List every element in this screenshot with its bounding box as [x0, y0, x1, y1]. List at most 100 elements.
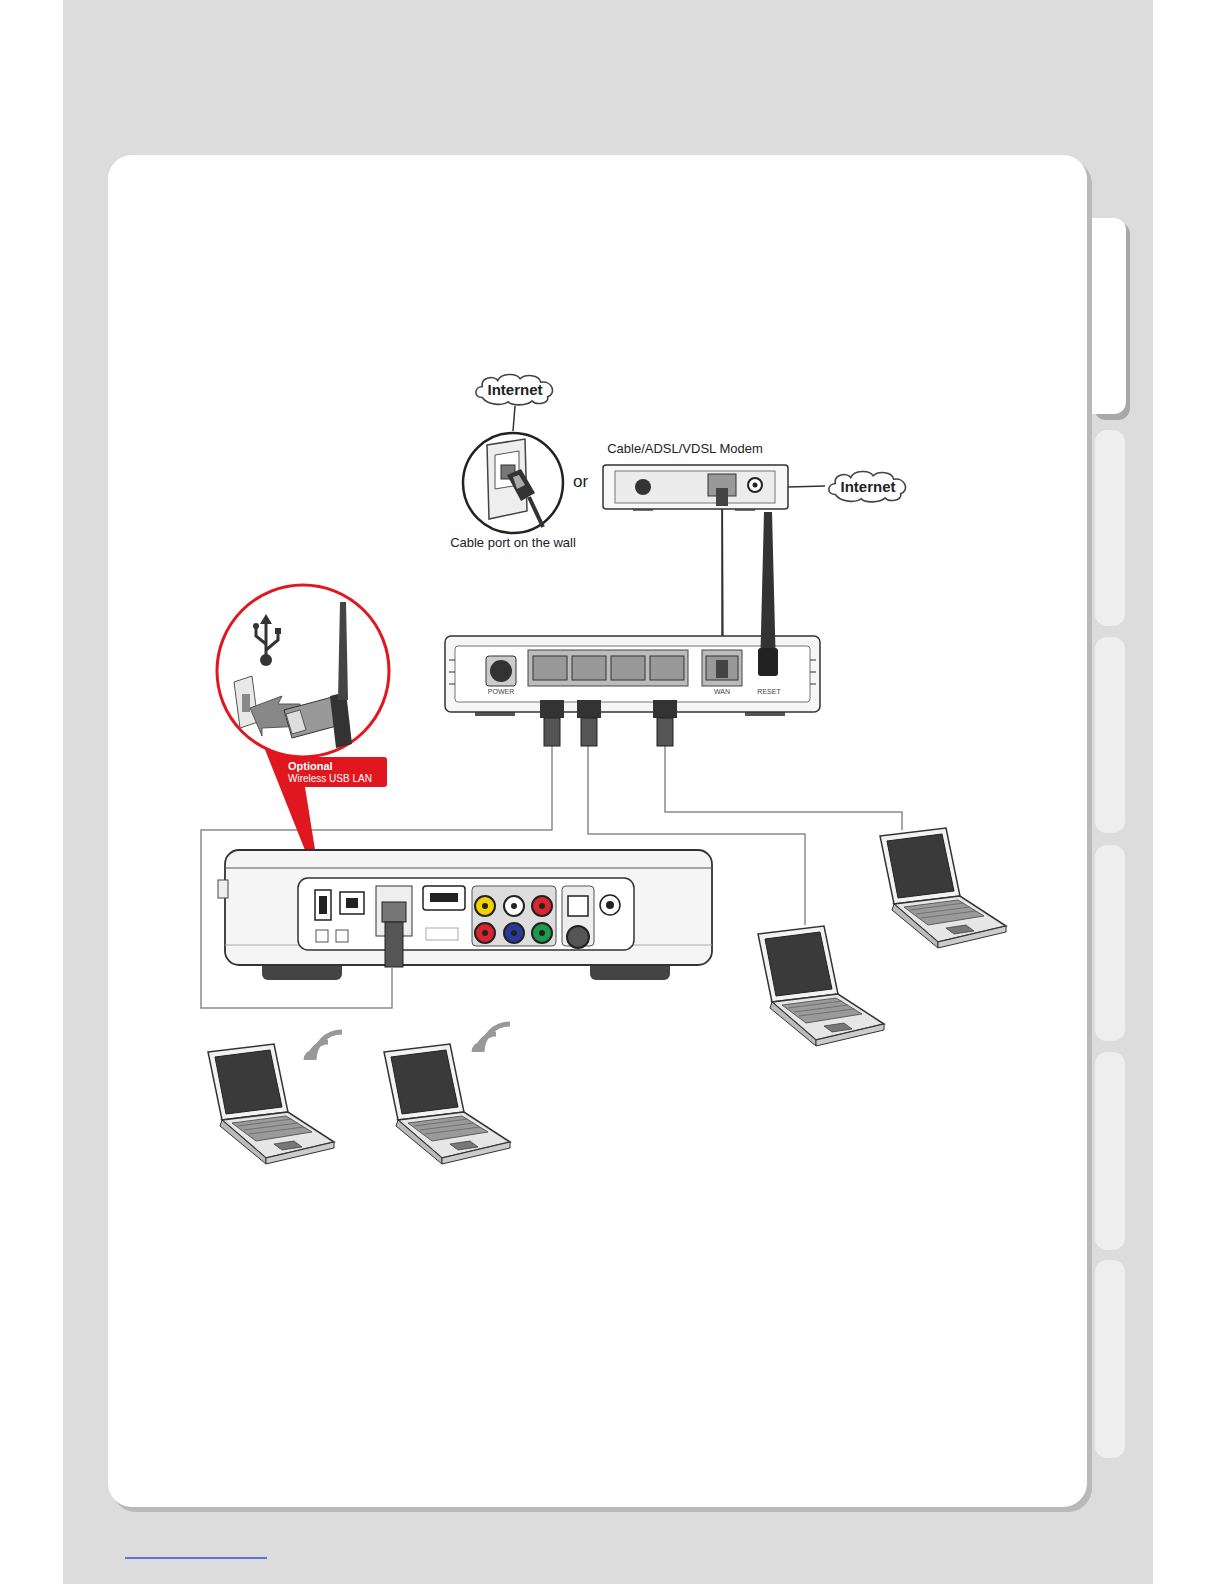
modem-drawing-part	[635, 479, 651, 495]
modem-drawing-part	[716, 488, 728, 506]
router-drawing-part	[611, 656, 645, 680]
cable	[529, 497, 543, 527]
page-ground-part	[63, 0, 1153, 1584]
usb-callout-part	[266, 632, 278, 650]
wall-plate	[487, 439, 527, 519]
modem-drawing-part	[753, 483, 758, 488]
laptops-part	[474, 1024, 510, 1052]
usb-callout-part	[234, 676, 258, 728]
router-drawing-part	[653, 700, 677, 718]
router-drawing-part	[449, 684, 455, 685]
router-drawing-part	[533, 656, 567, 680]
media-player-drawing-part	[539, 930, 545, 936]
node-text: POWER	[488, 688, 514, 696]
laptops	[208, 828, 1006, 1164]
media-player-drawing-part	[426, 928, 458, 940]
router-drawing-part	[716, 660, 728, 678]
optional-callout-tag: OptionalWireless USB LAN	[281, 757, 387, 787]
cloud-outline	[476, 375, 553, 405]
usb-callout-part	[256, 628, 266, 644]
laptops-part	[880, 828, 1006, 948]
media-player-drawing-part	[218, 880, 228, 898]
page-ground-part	[108, 155, 1087, 1507]
connector-line	[722, 509, 724, 636]
usb-callout-part	[286, 710, 306, 734]
usb-callout	[217, 585, 389, 893]
media-player-drawing-part	[568, 896, 588, 916]
usb-callout-part	[338, 602, 348, 700]
node-text: Internet	[487, 381, 542, 398]
connector-line	[788, 486, 825, 487]
media-player-drawing-part	[336, 930, 348, 942]
node-text: WAN	[714, 688, 730, 696]
modem-drawing	[603, 465, 788, 511]
media-player-drawing-part	[532, 923, 552, 943]
media-player-drawing-part	[532, 896, 552, 916]
circle-outline	[463, 433, 563, 533]
media-player-drawing-part	[385, 922, 403, 967]
router-drawing-part	[706, 656, 738, 680]
router-drawing-part	[540, 700, 564, 718]
laptops-part	[758, 926, 884, 1046]
media-player-drawing-part	[567, 926, 589, 948]
connector-line	[513, 406, 515, 431]
router-drawing-part	[449, 660, 455, 661]
modem-drawing-part	[603, 465, 788, 509]
media-player-drawing-part	[539, 903, 545, 909]
laptops-part	[208, 1044, 334, 1164]
router-drawing-part	[490, 660, 512, 682]
modem-drawing-part	[615, 471, 775, 503]
node-text: Cable port on the wall	[450, 535, 576, 551]
usb-callout-part	[260, 614, 272, 624]
media-player-drawing-part	[475, 896, 495, 916]
router-drawing-part	[810, 672, 816, 673]
media-player-drawing-part	[225, 868, 712, 869]
media-player-drawing-part	[511, 903, 517, 909]
media-player-drawing-part	[511, 930, 517, 936]
media-player-drawing-part	[298, 878, 634, 950]
router-drawing-part	[810, 684, 816, 685]
page-ground-part	[125, 1557, 267, 1559]
node-text: Optional	[288, 760, 380, 773]
router-drawing-part	[758, 648, 778, 676]
connector-line	[788, 486, 825, 487]
connector-line	[513, 406, 515, 431]
router-drawing-part	[528, 650, 688, 686]
media-player-drawing-part	[504, 923, 524, 943]
connector-word: or	[573, 472, 588, 492]
node-text: Wireless USB LAN	[288, 773, 380, 785]
laptops-part	[384, 1044, 510, 1164]
router-drawing-part	[577, 700, 601, 718]
page-ground	[63, 0, 1153, 1584]
router-drawing-part	[486, 656, 516, 686]
usb-callout-part	[275, 628, 281, 634]
internet-cloud: Internet	[472, 372, 558, 406]
wall-port-drawing	[461, 431, 565, 535]
media-player-drawing-part	[482, 930, 488, 936]
wall-port-circle: Cable port on the wall	[461, 431, 565, 535]
media-player-drawing-part	[225, 850, 712, 965]
media-player-drawing-part	[346, 898, 358, 908]
router-drawing-part	[657, 718, 673, 746]
router-drawing-part	[449, 672, 455, 673]
node-text: Cable/ADSL/VDSL Modem	[607, 441, 763, 457]
router-drawing-part	[702, 650, 742, 686]
page-ground-part	[1095, 845, 1125, 1041]
router-drawing-part	[810, 660, 816, 661]
media-player-drawing-part	[316, 930, 328, 942]
media-player-drawing-part	[475, 923, 495, 943]
page-ground-part	[1095, 430, 1125, 626]
media-player-drawing-part	[340, 892, 364, 914]
node-text: Internet	[840, 478, 895, 495]
media-player-drawing-part	[382, 902, 406, 922]
router-drawing-part	[572, 656, 606, 680]
media-player-drawing-part	[430, 893, 458, 902]
node-text: RESET	[757, 688, 780, 696]
connector-line	[722, 509, 724, 636]
media-player-drawing-part	[606, 901, 614, 909]
internet-cloud: Internet	[825, 469, 911, 503]
media-player-drawing-part	[472, 886, 556, 946]
